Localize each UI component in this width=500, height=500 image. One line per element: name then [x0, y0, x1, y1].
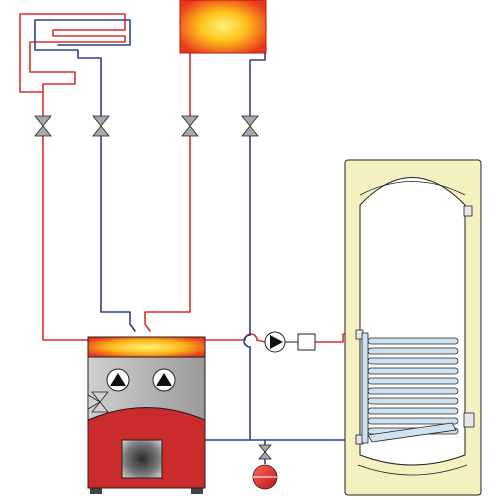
- shutoff-valve-icon[interactable]: [92, 115, 110, 137]
- coil-icon: [361, 332, 459, 444]
- supply-pipes: [19, 13, 357, 343]
- boiler-icon: [87, 336, 206, 494]
- coil-winding: [367, 407, 459, 415]
- pump-icon: [106, 368, 130, 392]
- boiler-pump-1[interactable]: [106, 368, 130, 392]
- coil-winding: [367, 347, 459, 355]
- boiler-pump-2[interactable]: [152, 368, 176, 392]
- storage-tank-icon: [344, 159, 482, 496]
- tank-charging-pump[interactable]: [264, 331, 286, 353]
- underfloor-heating-coil-icon: [17, 10, 135, 12]
- coil-winding: [367, 377, 459, 385]
- radiator-icon: [179, 0, 267, 54]
- coil-winding: [367, 417, 459, 425]
- coil-winding: [367, 397, 459, 405]
- expansion-vessel-icon: [252, 444, 278, 490]
- coil-winding: [367, 367, 459, 375]
- check-valve-icon[interactable]: [297, 333, 316, 351]
- shutoff-valve-icon[interactable]: [34, 115, 52, 137]
- coil-lead: [361, 332, 369, 444]
- coil-winding: [367, 387, 459, 395]
- shutoff-valve-icon[interactable]: [181, 115, 199, 137]
- valve-group: [34, 115, 259, 137]
- three-way-valve-icon[interactable]: [87, 391, 109, 413]
- pump-icon: [152, 368, 176, 392]
- coil-winding: [367, 357, 459, 365]
- pump-icon: [264, 331, 286, 353]
- shutoff-valve-icon[interactable]: [241, 115, 259, 137]
- coil-winding: [367, 337, 459, 345]
- shutoff-valve-icon[interactable]: [258, 444, 272, 460]
- coil-return: [367, 422, 457, 443]
